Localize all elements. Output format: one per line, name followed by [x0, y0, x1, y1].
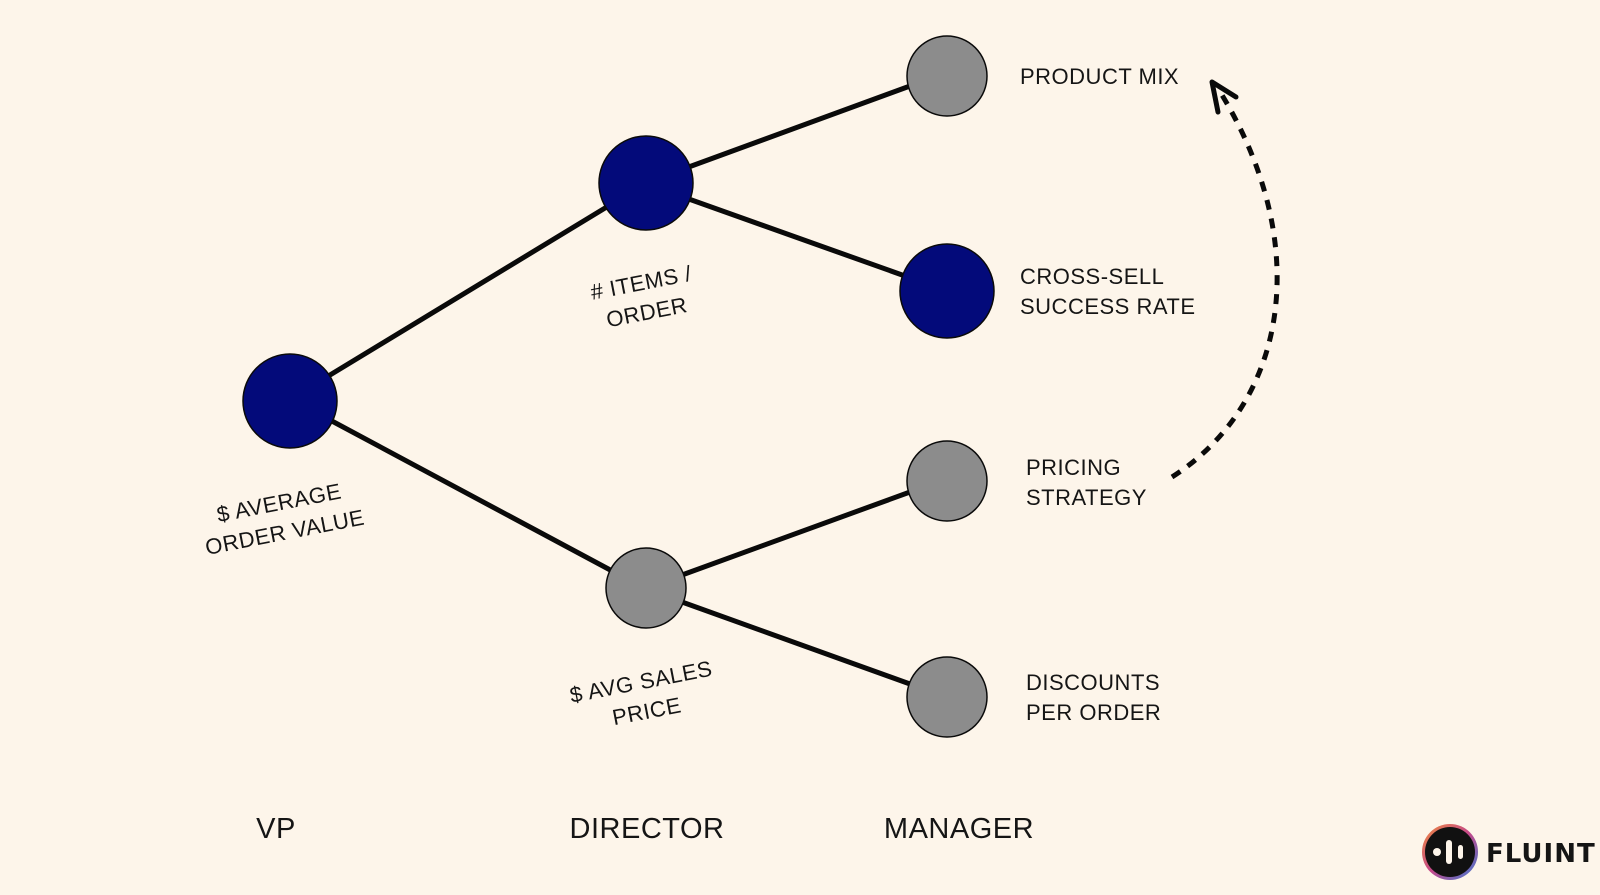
label-avg-sales-price: $ AVG SALES PRICE [568, 656, 715, 730]
edge-aov-asp [327, 417, 617, 575]
label-discounts-line1: DISCOUNTS [1026, 670, 1160, 695]
level-label-vp: VP [256, 813, 296, 845]
node-pricing-strategy [906, 440, 988, 522]
label-average-order-value: $ AVERAGE ORDER VALUE [203, 478, 366, 559]
fluint-logo-icon [1422, 824, 1478, 880]
label-cross-sell-line2: SUCCESS RATE [1020, 294, 1196, 319]
edge-asp-pricing [679, 489, 913, 578]
logo-wordmark: FLUINT [1486, 839, 1596, 869]
label-product-mix: PRODUCT MIX [1020, 64, 1179, 89]
edge-items-productmix [683, 83, 913, 171]
label-pricing-line1: PRICING [1026, 455, 1121, 480]
label-cross-sell-line1: CROSS-SELL [1020, 264, 1164, 289]
node-items-per-order [598, 135, 694, 231]
level-label-manager: MANAGER [884, 813, 1034, 845]
label-items-per-order: # ITEMS / ORDER [588, 261, 694, 333]
node-discounts-per-order [906, 656, 988, 738]
node-product-mix [906, 35, 988, 117]
edge-items-crosssell [683, 195, 908, 279]
node-cross-sell-success-rate [899, 243, 995, 339]
fluint-logo: FLUINT [1422, 824, 1596, 880]
arrowhead-icon [1209, 79, 1239, 115]
tree-connectors [327, 83, 913, 687]
dashed-curved-arrow [1170, 93, 1280, 480]
node-average-order-value [242, 353, 338, 449]
label-pricing-line2: STRATEGY [1026, 485, 1147, 510]
node-avg-sales-price [605, 547, 687, 629]
edge-aov-items [327, 202, 613, 378]
level-label-director: DIRECTOR [570, 813, 725, 845]
label-discounts-line2: PER ORDER [1026, 700, 1161, 725]
edge-asp-discounts [679, 599, 913, 687]
